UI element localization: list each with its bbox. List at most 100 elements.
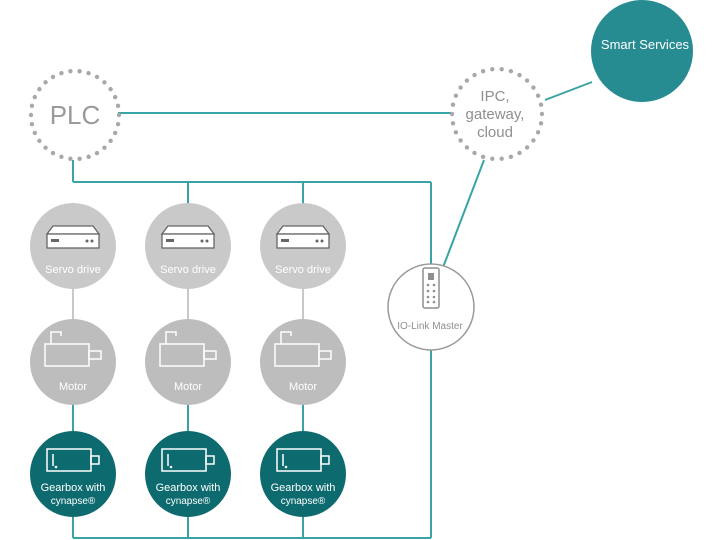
smart-services-node: [591, 0, 693, 102]
gearbox-sensor-dot: [169, 465, 173, 469]
dot: [453, 93, 459, 98]
dot: [108, 138, 113, 144]
servo-front: [161, 233, 215, 249]
dot: [531, 138, 536, 143]
io-body: [422, 267, 440, 309]
dot: [490, 67, 495, 72]
dot: [524, 78, 530, 83]
io-link-device-icon: [422, 267, 440, 309]
motor-icon: [44, 331, 102, 367]
io-port: [426, 295, 430, 299]
servo-top: [45, 225, 101, 235]
smart-services-label: Smart Services: [600, 37, 690, 52]
dot: [28, 112, 34, 118]
dot: [43, 80, 48, 85]
servo-front: [276, 233, 330, 249]
dot: [77, 156, 82, 161]
motor-label: Motor: [58, 381, 88, 393]
gearbox-icon: [276, 448, 330, 472]
connectors: [72, 81, 593, 539]
io-window: [428, 273, 434, 280]
dot: [450, 102, 456, 107]
dot: [524, 145, 530, 150]
dot: [29, 121, 35, 127]
servo-slot: [51, 239, 59, 242]
dot: [59, 70, 64, 76]
dot: [94, 150, 100, 156]
dot: [538, 121, 544, 126]
dot: [458, 85, 463, 90]
dot: [102, 80, 107, 85]
io-link-master-label: IO-Link Master: [397, 321, 463, 332]
servo-led: [90, 239, 94, 243]
dot: [37, 86, 42, 92]
dot: [108, 86, 113, 92]
servo-led: [315, 239, 319, 243]
dot: [464, 78, 470, 83]
motor-shaft: [318, 350, 332, 360]
plc-node: [28, 69, 122, 161]
gearbox-icon: [46, 448, 100, 472]
dot: [102, 145, 107, 150]
motor-shaft: [203, 350, 217, 360]
dot: [480, 154, 486, 159]
dot: [539, 111, 545, 117]
servo-front: [46, 233, 100, 249]
dot: [50, 74, 56, 80]
gearbox-sensor-dot: [54, 465, 58, 469]
dot: [535, 130, 541, 135]
dot: [472, 150, 477, 156]
dot: [86, 154, 91, 160]
dot: [499, 67, 504, 72]
dot: [59, 154, 64, 160]
dot: [116, 112, 122, 118]
dot: [50, 150, 56, 156]
servo-top: [275, 225, 331, 235]
motor-terminal: [280, 331, 292, 344]
gearbox-node: [260, 431, 346, 517]
dot: [472, 72, 477, 78]
servo-drive-icon: [275, 225, 331, 249]
gearbox-sensor-dot: [284, 465, 288, 469]
dot: [453, 130, 459, 135]
dot: [508, 154, 514, 159]
dot: [32, 94, 38, 100]
dot: [464, 145, 470, 150]
dot: [77, 69, 82, 74]
gearbox-label-cynapse: cynapse®: [165, 496, 211, 507]
ipc-to-io-link-line: [441, 159, 485, 271]
servo-drive-icon: [45, 225, 101, 249]
motor-icon: [274, 331, 332, 367]
servo-drive-label: Servo drive: [275, 264, 331, 276]
dot: [32, 130, 38, 136]
gearbox-output: [320, 455, 330, 465]
dot: [480, 69, 486, 74]
dot: [449, 111, 455, 117]
gearbox-label-cynapse: cynapse®: [280, 496, 326, 507]
dot: [112, 94, 118, 100]
dot: [94, 74, 100, 80]
servo-led: [205, 239, 209, 243]
dot: [29, 103, 35, 109]
dot: [115, 103, 121, 109]
dot: [68, 69, 73, 74]
servo-led: [320, 239, 324, 243]
dot: [458, 138, 463, 143]
dot: [37, 138, 42, 144]
gearbox-label-cynapse: cynapse®: [50, 496, 96, 507]
motor-label: Motor: [173, 381, 203, 393]
servo-drive-label: Servo drive: [45, 264, 101, 276]
servo-slot: [281, 239, 289, 242]
dot: [517, 72, 522, 78]
motor-label: Motor: [288, 381, 318, 393]
gearbox-node: [145, 431, 231, 517]
io-port: [432, 300, 436, 304]
io-port: [426, 300, 430, 304]
dot: [499, 156, 504, 161]
dot: [490, 156, 495, 161]
io-port: [426, 283, 430, 287]
motor-icon: [159, 331, 217, 367]
dot: [538, 102, 544, 107]
dot: [531, 85, 536, 90]
